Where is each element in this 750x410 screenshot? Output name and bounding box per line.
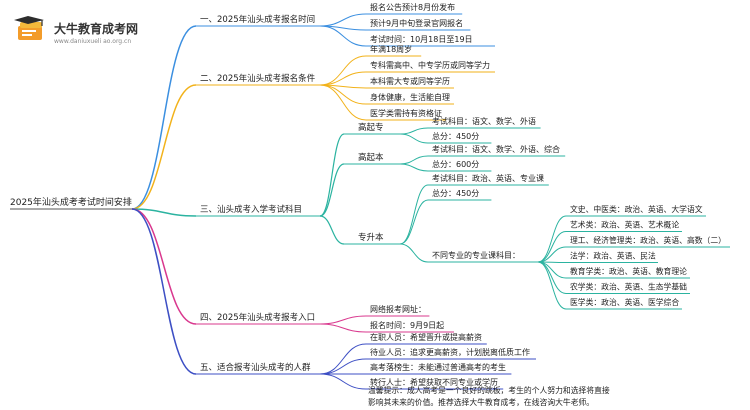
branch-connector-3 bbox=[131, 208, 197, 217]
sub-connector bbox=[319, 163, 345, 217]
deep-leaf-item: 医学类：政治、英语、医学综合 bbox=[570, 297, 679, 307]
deep-leaf-item: 农学类：政治、英语、生态学基础 bbox=[570, 282, 687, 292]
node-labels: 2025年汕头成考考试时间安排 一、2025年汕头成考报名时间 报名公告预计8月份发… bbox=[10, 2, 726, 407]
branch-label-4: 四、2025年汕头成考报考入口 bbox=[200, 312, 315, 323]
logo-title: 大牛教育成考网 bbox=[54, 22, 139, 36]
leaf-connector bbox=[319, 358, 367, 375]
branch-label-3: 三、汕头成考入学考试科目 bbox=[200, 204, 302, 215]
leaf-item: 报名公告预计8月份发布 bbox=[370, 2, 455, 12]
leaf-connector bbox=[319, 84, 367, 121]
deep-leaf-item: 艺术类：政治、英语、艺术概论 bbox=[570, 220, 679, 230]
sub-label: 高起专 bbox=[358, 122, 384, 133]
branch-connector-2 bbox=[131, 84, 197, 210]
root-node: 2025年汕头成考考试时间安排 bbox=[10, 196, 132, 208]
leaf-connector bbox=[319, 373, 367, 390]
sub-leaf-connector bbox=[399, 155, 429, 165]
leaf-connector bbox=[319, 25, 367, 47]
leaf-item: 年满18周岁 bbox=[370, 44, 412, 54]
logo-subtitle: www.daniuxueli ao.org.cn bbox=[54, 38, 132, 45]
branch-connector-5 bbox=[131, 208, 197, 375]
leaf-connector bbox=[319, 13, 367, 27]
leaf-item: 在职人员：希望晋升或提高薪资 bbox=[370, 332, 482, 342]
deep-leaf-item: 教育学类：政治、英语、教育理论 bbox=[570, 266, 687, 276]
leaf-connector bbox=[319, 323, 367, 333]
branch-label-1: 一、2025年汕头成考报名时间 bbox=[200, 14, 315, 25]
deep-leaf-connector bbox=[537, 261, 567, 279]
leaf-item: 转行人士：希望获取不同专业或学历 bbox=[370, 377, 498, 387]
branch-connector-4 bbox=[131, 208, 197, 325]
leaf-connector bbox=[319, 71, 367, 86]
deep-leaf-item: 文史、中医类：政治、英语、大学语文 bbox=[570, 204, 703, 214]
sub-leaf-connector bbox=[399, 133, 429, 144]
sub-connector bbox=[319, 215, 345, 245]
leaf-item: 网络报考网址： bbox=[370, 304, 426, 314]
sub-leaf-connector bbox=[399, 163, 429, 172]
sub-leaf-item: 总分：600分 bbox=[432, 159, 479, 169]
sub-leaf-item: 总分：450分 bbox=[432, 131, 479, 141]
sub-leaf-connector bbox=[399, 199, 429, 245]
leaf-item: 医学类需持有资格证 bbox=[370, 108, 442, 118]
sub-leaf-connector bbox=[399, 184, 429, 245]
deep-leaf-item: 法学：政治、英语、民法 bbox=[570, 251, 656, 261]
deep-leaf-connector bbox=[537, 215, 567, 263]
deep-leaf-connector bbox=[537, 231, 567, 263]
book-cap-icon bbox=[14, 16, 44, 40]
deep-label: 不同专业的专业课科目： bbox=[432, 250, 520, 260]
sub-label: 高起本 bbox=[358, 152, 384, 163]
leaf-connector bbox=[319, 343, 367, 375]
leaf-item: 预计9月中旬登录官网报名 bbox=[370, 18, 463, 28]
sub-leaf-item: 考试科目：政治、英语、专业课 bbox=[432, 173, 544, 183]
deep-leaf-connector bbox=[537, 261, 567, 310]
leaf-connector bbox=[319, 315, 367, 325]
sub-connector bbox=[319, 133, 345, 217]
branch-connector-1 bbox=[131, 25, 197, 210]
leaf-item: 专科需高中、中专学历或同等学力 bbox=[370, 60, 490, 70]
leaf-item: 待业人员：追求更高薪资，计划脱离低质工作 bbox=[370, 347, 530, 357]
deep-leaf-item: 理工、经济管理类：政治、英语、高数（二） bbox=[570, 235, 726, 245]
leaf-item: 身体健康，生活能自理 bbox=[370, 92, 450, 102]
connector-lines bbox=[10, 13, 730, 390]
sub-leaf-item: 总分：450分 bbox=[432, 188, 479, 198]
site-logo[interactable]: 大牛教育成考网 www.daniuxueli ao.org.cn bbox=[14, 12, 154, 52]
branch-label-5: 五、适合报考汕头成考的人群 bbox=[200, 362, 311, 373]
leaf-item: 高考落榜生：未能通过普通高考的考生 bbox=[370, 362, 506, 372]
sub-leaf-item: 考试科目：语文、数学、外语、综合 bbox=[432, 144, 560, 154]
sub-leaf-item: 考试科目：语文、数学、外语 bbox=[432, 116, 536, 126]
tip-note-line: 温馨提示：成人高考是一个良好的跳板，考生的个人努力和选择将直接 bbox=[368, 385, 610, 395]
branch-label-2: 二、2025年汕头成考报名条件 bbox=[200, 73, 316, 84]
sub-label: 专升本 bbox=[358, 232, 384, 243]
sub-leaf-connector bbox=[399, 127, 429, 135]
tip-note-line: 影响其未来的价值。推荐选择大牛教育成考，在线咨询大牛老师。 bbox=[368, 397, 594, 407]
leaf-item: 本科需大专或同等学历 bbox=[370, 76, 450, 86]
deep-connector bbox=[399, 243, 429, 263]
leaf-item: 考试时间：10月18日至19日 bbox=[370, 34, 473, 44]
leaf-connector bbox=[319, 55, 367, 86]
leaf-item: 报名时间：9月9日起 bbox=[370, 320, 444, 330]
